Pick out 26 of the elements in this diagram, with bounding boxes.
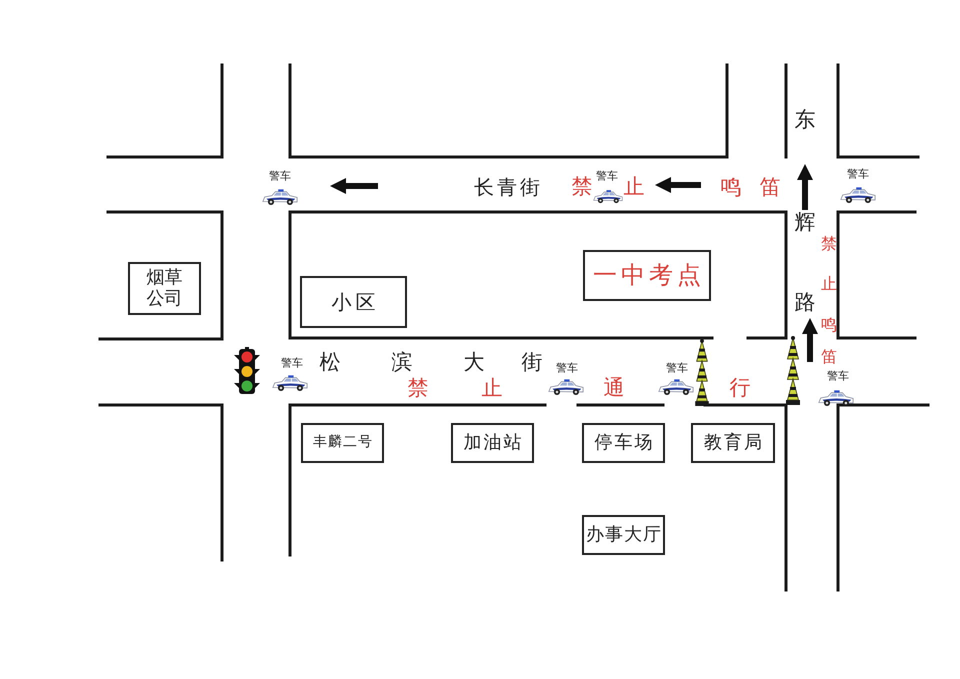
building-box: 烟草公司 xyxy=(128,262,201,315)
police-car-caption: 警车 xyxy=(666,362,688,374)
building-box: 加油站 xyxy=(451,423,534,463)
police-car-caption: 警车 xyxy=(269,170,291,182)
street-name: 东 xyxy=(794,110,816,130)
building-box: 办事大厅 xyxy=(582,515,665,555)
building-box: 教育局 xyxy=(691,423,775,463)
police-car-caption: 警车 xyxy=(847,168,869,180)
police-car-caption: 警车 xyxy=(281,358,303,368)
police-car-caption: 警车 xyxy=(827,370,849,382)
police-car-caption: 警车 xyxy=(556,362,578,374)
building-box: 停车场 xyxy=(582,423,665,463)
street-name: 长青街 xyxy=(473,177,543,197)
no-entry-notice: 行 xyxy=(730,378,750,398)
no-entry-notice: 禁止 xyxy=(408,378,502,398)
no-honking-notice: 鸣笛 xyxy=(720,176,780,198)
no-honking-notice: 禁止鸣笛 xyxy=(821,236,837,365)
no-entry-notice: 通 xyxy=(604,378,624,398)
building-box: 丰麟二号 xyxy=(301,423,384,463)
street-name: 辉路 xyxy=(794,212,816,312)
police-car-caption: 警车 xyxy=(596,170,618,182)
exam-site-box: 一中考点 xyxy=(583,250,711,301)
building-box: 小区 xyxy=(300,276,407,328)
no-honking-notice: 禁 xyxy=(572,176,592,198)
no-honking-notice: 止 xyxy=(624,176,644,198)
street-name: 松滨大街 xyxy=(320,352,542,372)
